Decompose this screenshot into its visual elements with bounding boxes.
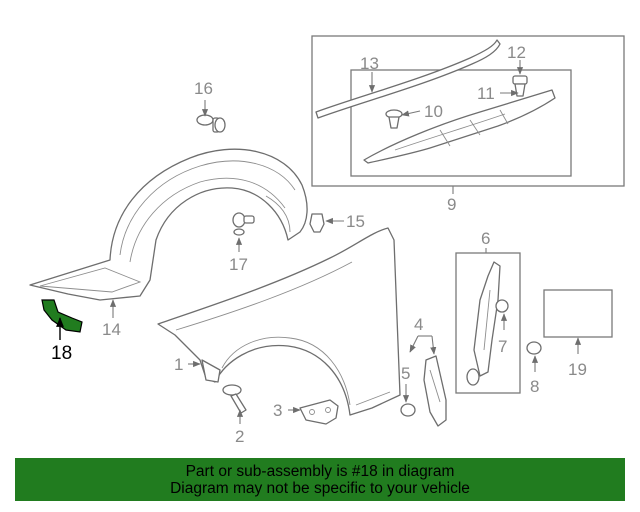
banner-line-2: Diagram may not be specific to your vehi… — [170, 479, 470, 497]
part-12-clip[interactable] — [512, 75, 528, 97]
part-5-clip[interactable] — [400, 403, 416, 417]
part-8-clip[interactable] — [526, 341, 542, 355]
part-18-bracket[interactable] — [41, 299, 83, 333]
callout-9: 9 — [447, 195, 456, 214]
part-15-clip[interactable] — [309, 213, 325, 233]
callout-16: 16 — [194, 79, 213, 98]
callout-12: 12 — [507, 43, 526, 62]
part-2-bolt[interactable] — [222, 384, 247, 414]
part-3-bracket[interactable] — [299, 399, 339, 425]
callout-labels: 13 12 11 10 9 16 15 17 14 18 1 2 3 4 5 6… — [51, 43, 587, 446]
callout-1: 1 — [174, 355, 183, 374]
callout-11: 11 — [477, 84, 495, 103]
group-box-11 — [350, 69, 572, 177]
part-11-cowl-seal[interactable] — [363, 89, 556, 164]
info-banner: Part or sub-assembly is #18 in diagram D… — [15, 458, 625, 501]
part-16-clip[interactable] — [196, 114, 226, 133]
callout-18: 18 — [51, 343, 72, 364]
callout-5: 5 — [401, 364, 410, 383]
part-13-seal[interactable] — [315, 39, 501, 119]
group-box-9 — [311, 35, 625, 187]
part-19-label[interactable] — [543, 289, 613, 338]
group-box-6 — [455, 252, 521, 394]
leader-lines — [56, 60, 582, 424]
part-14-fender-liner[interactable] — [29, 148, 308, 301]
callout-13: 13 — [360, 54, 379, 73]
banner-line-1: Part or sub-assembly is #18 in diagram — [185, 462, 455, 480]
part-17-clip[interactable] — [232, 212, 255, 236]
part-1-fender[interactable] — [157, 227, 401, 416]
callout-14: 14 — [102, 320, 121, 339]
callout-7: 7 — [498, 337, 507, 356]
callout-6: 6 — [481, 229, 490, 248]
part-10-clip[interactable] — [385, 109, 403, 129]
callout-17: 17 — [229, 255, 248, 274]
callout-8: 8 — [530, 377, 539, 396]
callout-10: 10 — [424, 102, 443, 121]
part-4-bracket[interactable] — [423, 355, 447, 427]
callout-19: 19 — [568, 360, 587, 379]
callout-15: 15 — [346, 212, 365, 231]
callout-4: 4 — [414, 315, 423, 334]
parts-diagram: 13 12 11 10 9 16 15 17 14 18 1 2 3 4 5 6… — [29, 35, 625, 446]
callout-2: 2 — [235, 427, 244, 446]
part-6-bracket[interactable] — [466, 261, 509, 386]
callout-3: 3 — [273, 401, 282, 420]
